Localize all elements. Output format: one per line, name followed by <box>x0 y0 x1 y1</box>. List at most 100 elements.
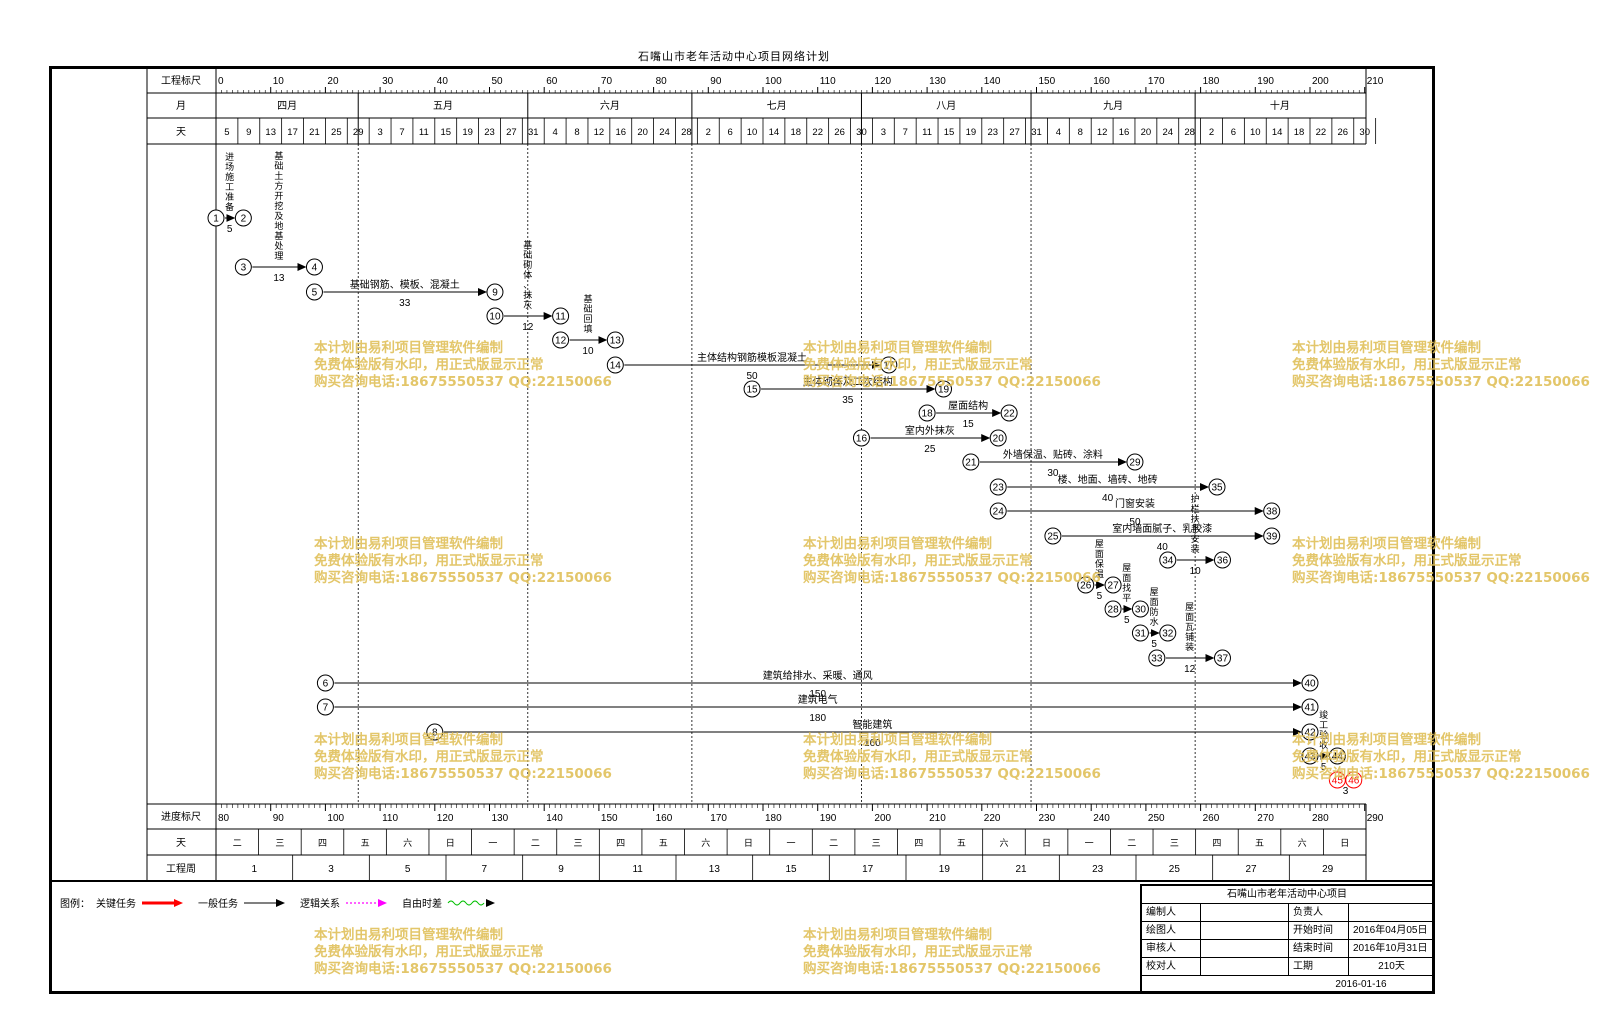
day-label: 3 <box>881 127 886 138</box>
task-name-char: 屋 <box>1122 563 1131 573</box>
progress-tick-label: 190 <box>820 813 837 824</box>
event-node-number: 1 <box>213 214 219 225</box>
legend-item-normal: 一般任务 <box>198 895 286 910</box>
scale-tick-label: 130 <box>929 76 946 87</box>
day-label: 6 <box>728 127 733 138</box>
event-node-number: 44 <box>1332 752 1344 763</box>
drawing-date: 2016-01-16 <box>1335 979 1387 990</box>
event-node-number: 17 <box>883 361 895 372</box>
day-label: 30 <box>856 127 867 138</box>
task-duration: 5 <box>1124 615 1130 626</box>
month-label: 十月 <box>1270 99 1290 112</box>
scale-tick-label: 70 <box>601 76 613 87</box>
event-node <box>207 209 225 227</box>
progress-tick-label: 170 <box>710 813 727 824</box>
page-title: 石嘴山市老年活动中心项目网络计划 <box>638 51 830 63</box>
day-label: 23 <box>987 127 998 138</box>
weekday-label: 五 <box>1255 838 1264 848</box>
title-block: 石嘴山市老年活动中心项目 编制人 负责人 绘图人 开始时间 2016年04月05… <box>1140 884 1432 992</box>
task-name-char: 装 <box>1185 641 1194 652</box>
task-name-char: 护 <box>1191 493 1200 504</box>
event-node-number: 35 <box>1211 483 1223 494</box>
day-label: 31 <box>528 127 539 138</box>
event-node <box>552 307 570 325</box>
legend-wavy-arrow-icon <box>447 898 495 907</box>
title-block-row: 审核人 结束时间 2016年10月31日 <box>1142 940 1432 958</box>
scale-tick-label: 110 <box>820 76 836 87</box>
event-node-number: 33 <box>1151 654 1163 665</box>
event-node-number: 30 <box>1135 605 1147 616</box>
event-node-number: 20 <box>993 434 1005 445</box>
day-label: 12 <box>594 127 605 138</box>
event-node-number: 25 <box>1047 532 1059 543</box>
event-node-number: 31 <box>1135 629 1147 640</box>
task-name-char: 栏 <box>1191 503 1200 514</box>
day-label: 5 <box>224 127 229 138</box>
task-name-char: 础 <box>523 249 532 260</box>
task-name: 屋面保温 <box>1095 539 1104 579</box>
task-name-char: 理 <box>274 251 283 261</box>
day-label: 10 <box>747 127 758 138</box>
task-duration: 10 <box>582 346 594 357</box>
legend-item-critical: 关键任务 <box>96 895 184 910</box>
week-label: 19 <box>939 864 951 875</box>
day-label: 16 <box>1119 127 1130 138</box>
weekday-label: 一 <box>786 838 795 848</box>
event-node <box>1159 551 1177 569</box>
task-name-char: 手 <box>1191 523 1200 534</box>
week-label: 11 <box>632 864 643 875</box>
task-name: 智能建筑 <box>852 718 892 731</box>
task-name: 主体结构钢筋模板混凝土 <box>697 351 807 364</box>
task-name: 楼、地面、墙砖、地砖 <box>1058 473 1158 486</box>
progress-tick-label: 290 <box>1367 813 1384 824</box>
day-label: 27 <box>1009 127 1020 138</box>
task-name-char: 开 <box>274 191 283 201</box>
task-name-char: 验 <box>1319 729 1328 740</box>
task-duration: 5 <box>1151 639 1157 650</box>
event-node <box>1077 576 1095 594</box>
weekday-label: 五 <box>659 838 668 848</box>
event-node-number: 28 <box>1108 605 1120 616</box>
event-node-number: 34 <box>1162 556 1174 567</box>
day-label: 22 <box>1316 127 1327 138</box>
weekday-label: 六 <box>701 837 710 848</box>
legend-text: 一般任务 <box>198 899 238 910</box>
weekday-label: 四 <box>616 838 625 848</box>
day-label: 22 <box>812 127 823 138</box>
task-name-char: 地 <box>274 220 283 231</box>
task-name-char: 准 <box>225 192 234 202</box>
day-label: 15 <box>440 127 451 138</box>
task-duration: 5 <box>1097 591 1103 602</box>
scale-label: 工程标尺 <box>161 75 201 87</box>
task-duration: 15 <box>963 419 975 430</box>
day-label: 2 <box>1209 127 1214 138</box>
event-node <box>880 356 898 374</box>
week-label: 7 <box>482 864 488 875</box>
event-node <box>486 307 504 325</box>
duration-total: 210天 <box>1348 958 1434 976</box>
task-name: 门窗安装 <box>1115 497 1155 510</box>
scale-tick-label: 180 <box>1203 76 1220 87</box>
day-label: 24 <box>659 127 670 138</box>
scale-tick-label: 190 <box>1257 76 1274 87</box>
day-label: 天 <box>176 127 186 138</box>
day-label: 24 <box>1162 127 1173 138</box>
task-name: 竣工验收 <box>1319 709 1328 750</box>
event-node <box>1208 478 1226 496</box>
task-name-char: 备 <box>225 201 234 212</box>
task-name: 基础回填 <box>583 293 592 334</box>
event-node-number: 39 <box>1266 532 1278 543</box>
progress-tick-label: 180 <box>765 813 782 824</box>
task-name-char: 温 <box>1095 569 1104 579</box>
task-name-char: 进 <box>225 152 234 162</box>
week-label: 21 <box>1015 864 1027 875</box>
event-node-number: 16 <box>856 434 868 445</box>
week-label: 17 <box>862 864 874 875</box>
task-name-char: 基 <box>523 239 532 250</box>
task-duration: 40 <box>1102 493 1114 504</box>
legend-item-float: 自由时差 <box>402 895 496 910</box>
task-name-char: 扶 <box>1191 513 1200 524</box>
scale-tick-label: 120 <box>874 76 891 87</box>
task-name-char: 工 <box>225 182 234 192</box>
legend-text: 关键任务 <box>96 899 136 910</box>
